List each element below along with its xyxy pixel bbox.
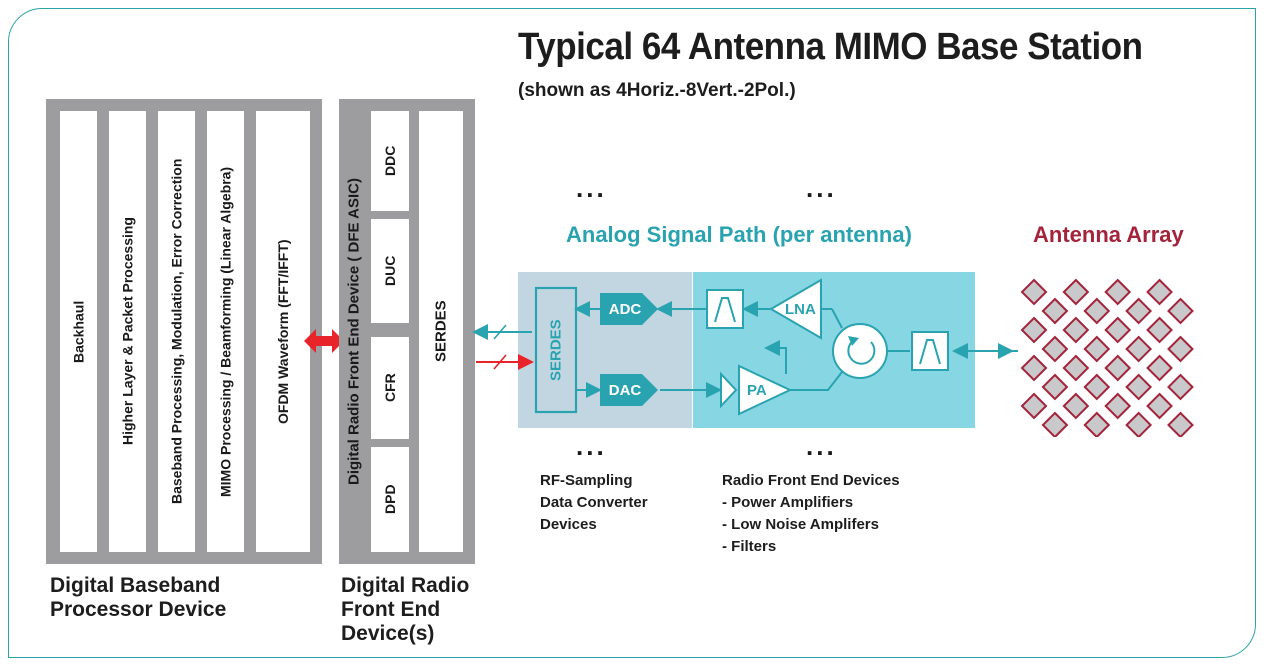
dfe-panel: Digital Radio Front End Device ( DFE ASI…: [339, 99, 475, 564]
radio-caption-line: - Low Noise Amplifers: [722, 516, 879, 533]
antenna-element: [1020, 354, 1048, 382]
baseband-caption-line: Processor Device: [50, 598, 227, 621]
antenna-array-title: Antenna Array: [1033, 222, 1184, 247]
baseband-lane-label: Higher Layer & Packet Processing: [119, 217, 136, 446]
baseband-processor-panel: Backhaul Higher Layer & Packet Processin…: [46, 99, 322, 564]
baseband-lane-higher-layer: Higher Layer & Packet Processing: [109, 111, 146, 552]
antenna-element: [1167, 335, 1194, 363]
dfe-caption-line: Device(s): [341, 622, 435, 645]
analog-path-title: Analog Signal Path (per antenna): [566, 222, 912, 247]
antenna-element: [1146, 278, 1173, 306]
antenna-element: [1041, 335, 1069, 363]
diagram-subtitle: (shown as 4Horiz.-8Vert.-2Pol.): [518, 80, 796, 101]
antenna-element: [1125, 373, 1153, 401]
ellipsis-top-radio: ...: [806, 173, 837, 203]
antenna-element: [1062, 316, 1090, 344]
antenna-element: [1104, 354, 1132, 382]
adc-label: ADC: [608, 301, 642, 318]
baseband-caption-line: Digital Baseband: [50, 574, 221, 597]
adc-block: [600, 293, 658, 325]
antenna-element: [1083, 411, 1111, 437]
antenna-element: [1146, 392, 1173, 420]
antenna-element: [1041, 373, 1069, 401]
radio-caption-line: - Filters: [722, 538, 777, 555]
radio-caption: Radio Front End Devices - Power Amplifie…: [722, 470, 900, 558]
antenna-element: [1125, 335, 1153, 363]
ellipsis-bottom-radio: ...: [806, 431, 837, 461]
dfe-block-label: CFR: [382, 373, 398, 403]
dfe-block-dpd: DPD: [371, 447, 409, 552]
radio-caption-line: - Power Amplifiers: [722, 494, 854, 511]
dfe-side-label: Digital Radio Front End Device ( DFE ASI…: [345, 178, 363, 485]
antenna-element: [1104, 392, 1132, 420]
antenna-element: [1041, 297, 1069, 325]
antenna-element: [1041, 411, 1069, 437]
pa-block: [738, 364, 793, 416]
dac-block: [600, 374, 658, 406]
antenna-array: [1020, 278, 1194, 437]
dfe-caption: Digital Radio Front End Device(s): [341, 574, 469, 646]
dfe-caption-line: Digital Radio: [341, 574, 470, 597]
analog-serdes-label: SERDES: [547, 319, 565, 381]
dac-label: DAC: [608, 382, 642, 399]
antenna-filter-block: [911, 331, 949, 371]
antenna-element: [1020, 278, 1048, 306]
radio-caption-line: Radio Front End Devices: [722, 472, 900, 489]
baseband-lane-ofdm: OFDM Waveform (FFT/IFFT): [256, 111, 310, 552]
dfe-serdes-block: SERDES: [419, 111, 463, 552]
lna-label: LNA: [785, 301, 816, 318]
dfe-block-label: DPD: [382, 484, 398, 515]
ellipsis-bottom-converter: ...: [576, 431, 607, 461]
antenna-element: [1083, 297, 1111, 325]
ellipsis-top-converter: ...: [576, 173, 607, 203]
baseband-lane-baseband-processing: Baseband Processing, Modulation, Error C…: [158, 111, 195, 552]
converter-caption-line: RF-Sampling: [540, 472, 633, 489]
antenna-element: [1104, 316, 1132, 344]
dfe-block-label: DUC: [382, 255, 398, 287]
antenna-element: [1125, 411, 1153, 437]
antenna-element: [1020, 392, 1048, 420]
baseband-lane-label: MIMO Processing / Beamforming (Linear Al…: [217, 166, 234, 497]
baseband-lane-label: Backhaul: [70, 300, 87, 363]
diagram-title: Typical 64 Antenna MIMO Base Station: [518, 26, 1143, 68]
analog-serdes-box: [534, 286, 578, 414]
baseband-lane-backhaul: Backhaul: [60, 111, 97, 552]
antenna-element: [1062, 392, 1090, 420]
baseband-lane-label: Baseband Processing, Modulation, Error C…: [168, 158, 185, 505]
converter-caption: RF-Sampling Data Converter Devices: [540, 470, 648, 536]
antenna-element: [1062, 354, 1090, 382]
diagram-frame: [8, 8, 1256, 658]
antenna-element: [1167, 297, 1194, 325]
antenna-element: [1062, 278, 1090, 306]
pa-driver-triangle: [720, 371, 738, 409]
antenna-element: [1020, 316, 1048, 344]
baseband-dfe-link-arrow: [304, 329, 344, 353]
antenna-element: [1167, 373, 1194, 401]
dfe-block-label: DDC: [382, 145, 398, 177]
antenna-element: [1104, 278, 1132, 306]
baseband-lane-mimo-processing: MIMO Processing / Beamforming (Linear Al…: [207, 111, 244, 552]
rx-filter-block: [706, 289, 744, 329]
dfe-block-ddc: DDC: [371, 111, 409, 211]
antenna-element: [1146, 316, 1173, 344]
dfe-serdes-label: SERDES: [432, 300, 450, 363]
antenna-element: [1167, 411, 1194, 437]
baseband-caption: Digital Baseband Processor Device: [50, 574, 226, 622]
dfe-block-duc: DUC: [371, 219, 409, 323]
antenna-element: [1125, 297, 1153, 325]
converter-caption-line: Devices: [540, 516, 597, 533]
circulator: [832, 323, 888, 379]
dfe-block-cfr: CFR: [371, 337, 409, 439]
analog-signal-path-diagram: [472, 272, 1194, 437]
pa-label: PA: [747, 382, 767, 399]
antenna-element: [1083, 373, 1111, 401]
dfe-caption-line: Front End: [341, 598, 441, 621]
antenna-element: [1146, 354, 1173, 382]
converter-caption-line: Data Converter: [540, 494, 648, 511]
antenna-element: [1083, 335, 1111, 363]
